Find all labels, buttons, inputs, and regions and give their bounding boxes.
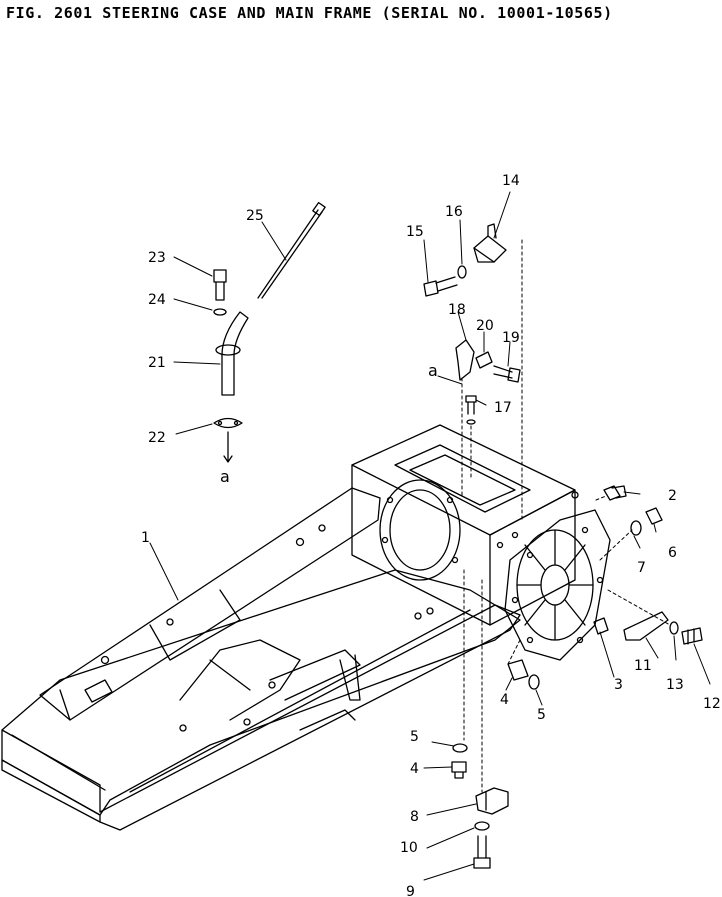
callout-20: 20 [476, 318, 494, 334]
part-19-bolt [493, 365, 521, 383]
part-4-plug-lower [451, 761, 467, 779]
callout-16: 16 [445, 204, 463, 220]
callout-2: 2 [668, 488, 677, 504]
part-13-washer [669, 621, 679, 635]
part-18-plate [455, 339, 475, 381]
callout-25: 25 [246, 208, 264, 224]
callout-23: 23 [148, 250, 166, 266]
part-20-clip [475, 351, 493, 369]
part-21-filler-pipe [215, 311, 249, 396]
part-15-bolt [423, 276, 458, 297]
callout-12: 12 [703, 696, 721, 712]
callout-10: 10 [400, 840, 418, 856]
part-2-plug [603, 485, 627, 501]
callout-6: 6 [668, 545, 677, 561]
part-10-washer [474, 821, 490, 831]
callout-a-right: a [428, 361, 438, 380]
main-frame [1, 487, 521, 831]
part-22-gasket [213, 417, 243, 429]
part-3-plug [593, 617, 609, 635]
part-23-bolt [213, 269, 227, 301]
callout-21: 21 [148, 355, 166, 371]
assembly-guide-lines [461, 239, 671, 793]
part-8-bracket [475, 787, 509, 815]
part-7-o-ring [630, 520, 642, 536]
callout-1: 1 [141, 530, 150, 546]
part-12-bolt [681, 627, 703, 645]
callout-22: 22 [148, 430, 166, 446]
callout-17: 17 [494, 400, 512, 416]
leader-22-to-a [223, 431, 233, 463]
part-25-dipstick [257, 201, 326, 299]
callout-5-right: 5 [537, 707, 546, 723]
callout-13: 13 [666, 677, 684, 693]
callout-11: 11 [634, 658, 652, 674]
callout-labels: 1 2 3 4 4 5 5 6 7 8 9 10 11 12 13 14 15 … [141, 173, 721, 897]
part-17-bolt [465, 395, 477, 425]
part-14-bracket [473, 223, 507, 263]
part-6-plug [645, 507, 663, 525]
part-16-washer [457, 265, 467, 279]
part-11-plate [623, 611, 669, 641]
callout-9: 9 [406, 884, 415, 897]
callout-5-lower: 5 [410, 729, 419, 745]
part-24-washer [213, 308, 227, 316]
callout-14: 14 [502, 173, 520, 189]
callout-7: 7 [637, 560, 646, 576]
callout-18: 18 [448, 302, 466, 318]
steering-case [351, 424, 611, 661]
callout-3: 3 [614, 677, 623, 693]
leader-lines [149, 191, 711, 881]
callout-8: 8 [410, 809, 419, 825]
callout-15: 15 [406, 224, 424, 240]
callout-4-right: 4 [500, 692, 509, 708]
callout-24: 24 [148, 292, 166, 308]
part-5-o-ring-right [528, 674, 540, 690]
part-9-bolt [473, 835, 491, 869]
callout-4-lower: 4 [410, 761, 419, 777]
part-5-o-ring-lower [452, 743, 468, 753]
part-4-plug-right [507, 659, 529, 681]
callout-a-left: a [220, 467, 230, 486]
figure-title: FIG. 2601 STEERING CASE AND MAIN FRAME (… [6, 4, 613, 22]
callout-19: 19 [502, 330, 520, 346]
